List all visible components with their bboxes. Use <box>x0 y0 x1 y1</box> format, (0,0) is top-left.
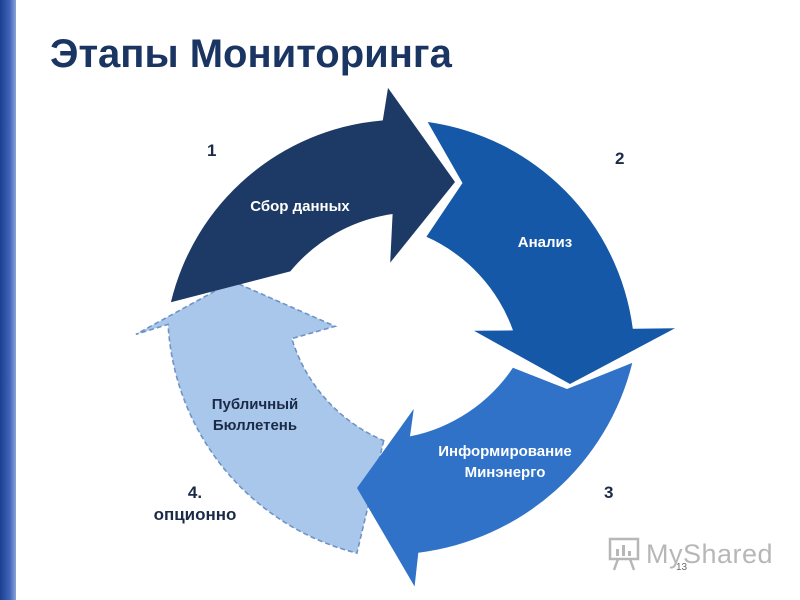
side-accent-bar <box>0 0 16 600</box>
stage-4-label-line1: Публичный <box>211 396 299 413</box>
stage-2-number: 2 <box>615 149 625 168</box>
slide-title: Этапы Мониторинга <box>50 32 452 76</box>
stage-4-label-line2: Бюллетень <box>212 417 298 434</box>
stage-3-arrow <box>357 362 633 587</box>
page-number: 13 <box>676 562 688 573</box>
stage-1-number: 1 <box>207 141 217 160</box>
stage-3-label: Информирование Минэнерго <box>420 441 590 483</box>
stage-4-optional-label: опционно <box>153 505 237 524</box>
stage-4-label: Публичный Бюллетень <box>190 394 320 436</box>
stage-4-number: 4. опционно <box>140 482 250 526</box>
stage-2-label: Анализ <box>517 234 573 251</box>
stage-1-label: Сбор данных <box>250 198 350 215</box>
stage-4-number-line1: 4. <box>187 483 203 502</box>
stage-2-arrow <box>426 122 675 384</box>
stage-4-arrow <box>135 280 385 555</box>
presentation-chart-icon <box>608 537 640 571</box>
stage-3-label-line1: Информирование <box>438 443 572 460</box>
stage-3-label-line2: Минэнерго <box>464 464 546 481</box>
watermark-text: MyShared <box>646 538 774 569</box>
stage-1-arrow <box>170 87 455 303</box>
watermark: MyShared <box>608 536 773 572</box>
stage-3-number: 3 <box>604 483 614 502</box>
